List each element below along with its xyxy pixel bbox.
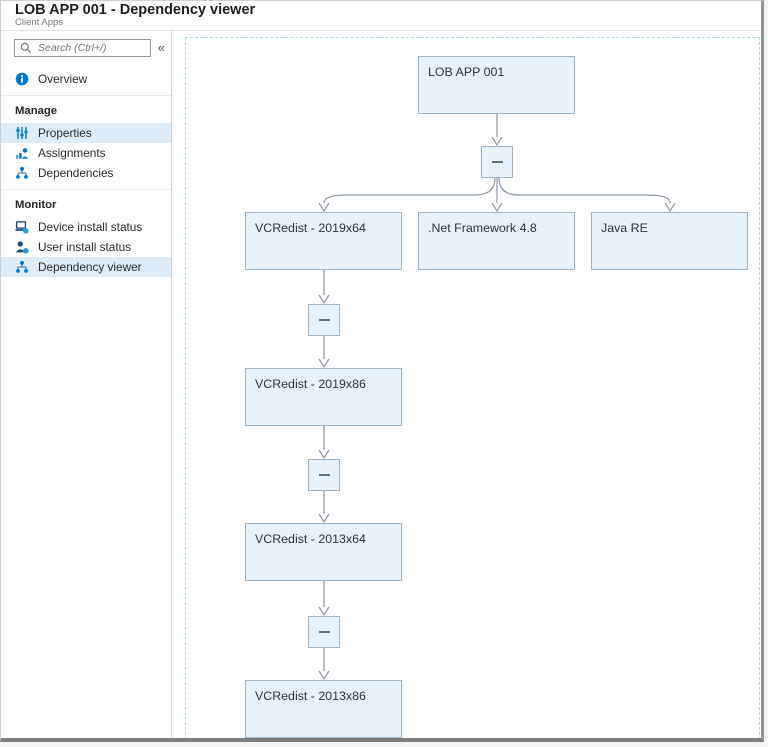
assignments-icon (15, 146, 29, 160)
search-icon (19, 41, 33, 55)
sidebar-item-label: Assignments (38, 146, 106, 160)
node-vcredist-2013x64: VCRedist - 2013x64 (245, 523, 402, 581)
node-label: .Net Framework 4.8 (428, 221, 537, 235)
sidebar-item-label: Device install status (38, 220, 143, 234)
sidebar-item-device-install-status[interactable]: Device install status (1, 217, 171, 237)
node-lob-app-001: LOB APP 001 (418, 56, 575, 114)
sidebar-item-label: Dependencies (38, 166, 114, 180)
minus-icon (318, 474, 330, 476)
node-label: VCRedist - 2019x86 (255, 377, 366, 391)
hierarchy-icon (15, 260, 29, 274)
user-icon (15, 240, 29, 254)
sidebar-item-assignments[interactable]: Assignments (1, 143, 171, 163)
node-vcredist-2013x86: VCRedist - 2013x86 (245, 680, 402, 738)
sidebar-divider (1, 95, 171, 96)
collapse-node-button[interactable] (308, 304, 340, 336)
sidebar-item-label: Overview (38, 72, 88, 86)
device-icon (15, 220, 29, 234)
dependency-canvas: LOB APP 001 VCRedist - 2019x64 .Net Fram… (185, 37, 760, 738)
node-label: VCRedist - 2013x64 (255, 532, 366, 546)
sidebar-item-label: User install status (38, 240, 132, 254)
collapse-node-button[interactable] (308, 459, 340, 491)
sidebar-section-manage: Manage (15, 105, 58, 117)
node-vcredist-2019x86: VCRedist - 2019x86 (245, 368, 402, 426)
sidebar-menu: Overview Manage Properties Assignments (1, 69, 171, 277)
node-label: VCRedist - 2013x86 (255, 689, 366, 703)
minus-icon (491, 161, 503, 163)
main-content: LOB APP 001 VCRedist - 2019x64 .Net Fram… (172, 31, 761, 738)
node-java-re: Java RE (591, 212, 748, 270)
info-icon (15, 72, 29, 86)
collapse-node-button[interactable] (308, 616, 340, 648)
minus-icon (318, 319, 330, 321)
minus-icon (318, 631, 330, 633)
page-title: LOB APP 001 - Dependency viewer (15, 2, 256, 18)
page-header: LOB APP 001 - Dependency viewer Client A… (1, 3, 761, 31)
node-label: VCRedist - 2019x64 (255, 221, 366, 235)
node-net-framework-48: .Net Framework 4.8 (418, 212, 575, 270)
search-input[interactable] (38, 42, 146, 54)
sidebar-item-dependencies[interactable]: Dependencies (1, 163, 171, 183)
page-subtitle: Client Apps (15, 17, 64, 28)
search-row: « (14, 39, 167, 57)
sidebar-item-properties[interactable]: Properties (1, 123, 171, 143)
sidebar-section-monitor: Monitor (15, 199, 57, 211)
node-label: LOB APP 001 (428, 65, 505, 79)
sidebar-collapse-button[interactable]: « (157, 40, 165, 55)
connector-lines (318, 114, 676, 681)
node-label: Java RE (601, 221, 648, 235)
sidebar-item-label: Dependency viewer (38, 260, 142, 274)
sidebar-item-user-install-status[interactable]: User install status (1, 237, 171, 257)
sidebar: « Overview Manage Properties (1, 31, 172, 738)
sidebar-divider (1, 189, 171, 190)
sidebar-item-overview[interactable]: Overview (1, 69, 171, 89)
node-vcredist-2019x64: VCRedist - 2019x64 (245, 212, 402, 270)
search-box[interactable] (14, 39, 151, 57)
collapse-node-button[interactable] (481, 146, 513, 178)
dependencies-icon (15, 166, 29, 180)
sidebar-item-label: Properties (38, 126, 92, 140)
properties-icon (15, 126, 29, 140)
sidebar-item-dependency-viewer[interactable]: Dependency viewer (1, 257, 171, 277)
